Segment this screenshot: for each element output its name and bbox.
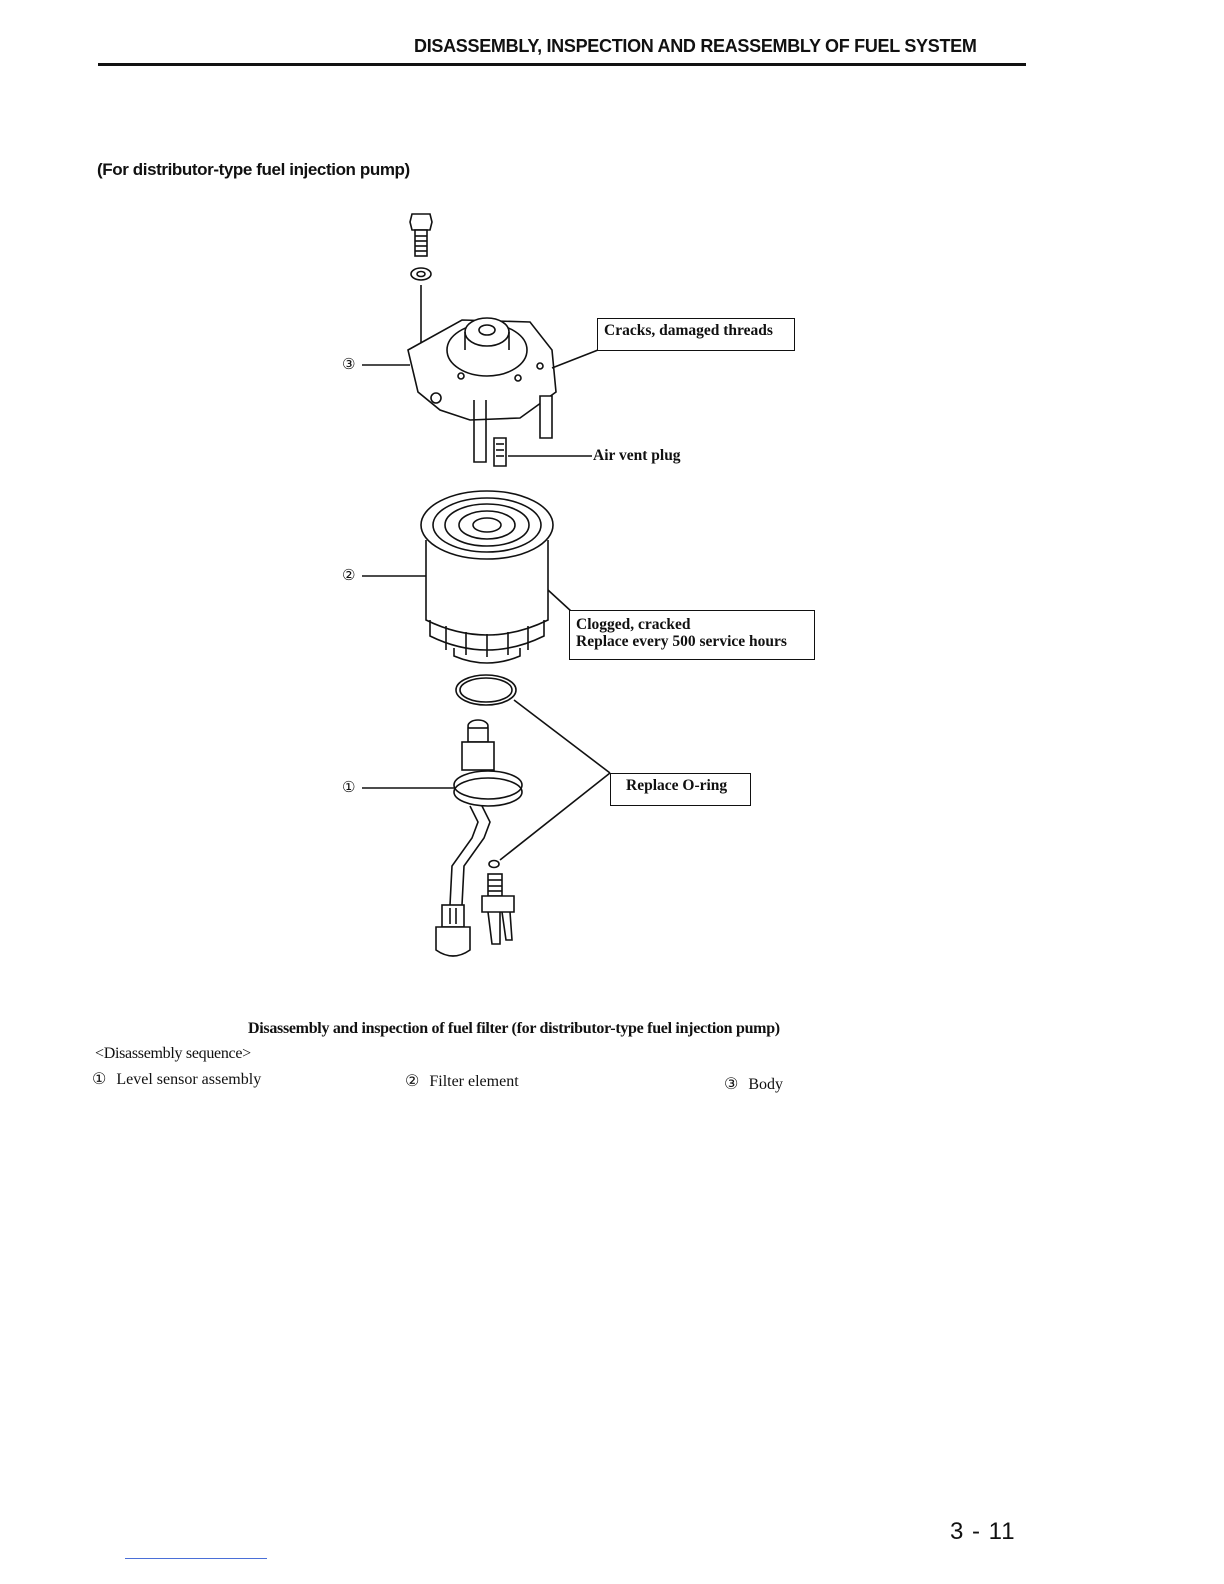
fuel-filter-exploded-diagram bbox=[362, 213, 611, 957]
washer-part bbox=[410, 267, 432, 281]
o-ring-part bbox=[455, 674, 517, 706]
callout-filter-line-1: Clogged, cracked bbox=[576, 616, 691, 633]
page-header-title: DISASSEMBLY, INSPECTION AND REASSEMBLY O… bbox=[414, 36, 977, 56]
marker-filter-element: ② bbox=[342, 566, 356, 584]
footer-line bbox=[125, 1558, 267, 1559]
level-sensor-part bbox=[435, 719, 523, 957]
sequence-item-filter-element: ② Filter element bbox=[405, 1071, 519, 1091]
marker-level-sensor: ① bbox=[342, 778, 356, 796]
callout-body-text: Cracks, damaged threads bbox=[604, 322, 773, 339]
sequence-label: Body bbox=[748, 1076, 784, 1093]
marker-body: ③ bbox=[342, 355, 356, 373]
drain-plug-part bbox=[481, 859, 515, 945]
sequence-marker: ① bbox=[92, 1071, 107, 1088]
callout-o-ring-text: Replace O-ring bbox=[626, 777, 728, 794]
sequence-marker: ③ bbox=[724, 1076, 739, 1093]
sequence-label: Filter element bbox=[429, 1073, 519, 1090]
figure-caption: Disassembly and inspection of fuel filte… bbox=[248, 1020, 780, 1037]
bolt-part bbox=[409, 213, 433, 257]
callout-body-inspection: Cracks, damaged threads bbox=[597, 318, 795, 351]
sequence-item-body: ③ Body bbox=[724, 1074, 783, 1094]
filter-body-part bbox=[407, 317, 557, 467]
sequence-item-level-sensor: ① Level sensor assembly bbox=[92, 1069, 261, 1089]
sequence-marker: ② bbox=[405, 1073, 420, 1090]
callout-filter-line-2: Replace every 500 service hours bbox=[576, 633, 787, 650]
disassembly-sequence-heading: <Disassembly sequence> bbox=[95, 1045, 251, 1062]
page-number: 3 - 11 bbox=[950, 1518, 1016, 1545]
air-vent-plug-label: Air vent plug bbox=[593, 447, 681, 464]
header-rule bbox=[98, 63, 1026, 66]
callout-filter-inspection: Clogged, cracked Replace every 500 servi… bbox=[569, 610, 815, 660]
section-heading: (For distributor-type fuel injection pum… bbox=[97, 160, 410, 179]
filter-element-part bbox=[420, 490, 554, 664]
sequence-label: Level sensor assembly bbox=[116, 1071, 262, 1088]
callout-o-ring: Replace O-ring bbox=[610, 773, 751, 806]
